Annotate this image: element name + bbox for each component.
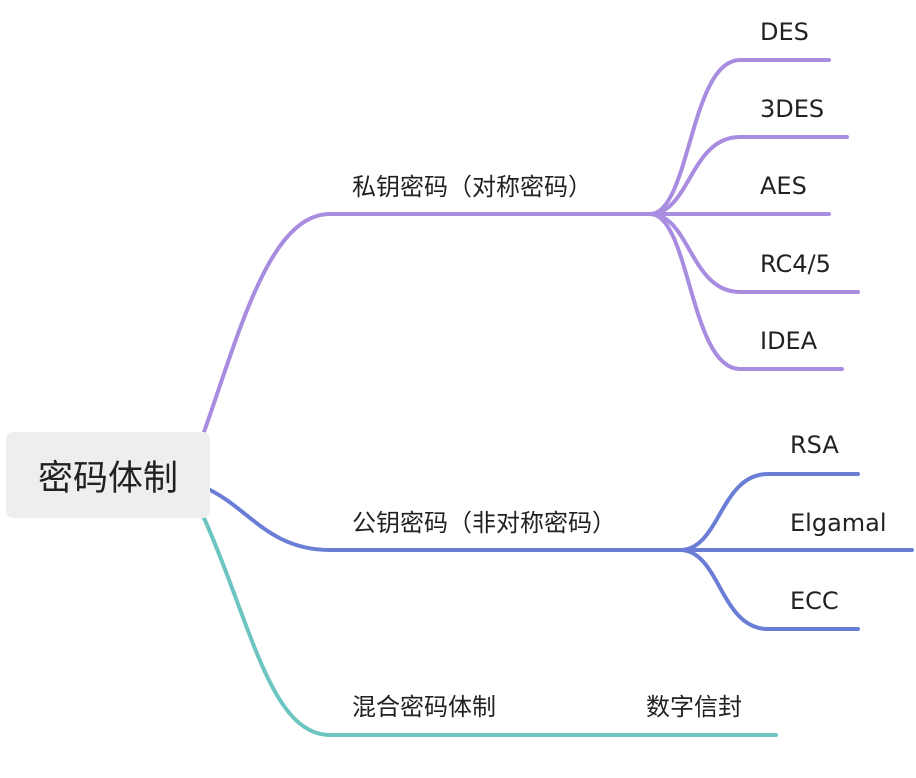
connector-symmetric-idea: [648, 212, 844, 371]
connector-symmetric-3des: [648, 135, 849, 216]
leaf-label: ECC: [790, 587, 839, 615]
leaf-label: Elgamal: [790, 509, 887, 537]
root-node-label: 密码体制: [37, 458, 178, 499]
connector-asymmetric-rsa: [678, 472, 860, 552]
leaf-node-aes[interactable]: AES: [760, 169, 807, 203]
leaf-label: DES: [760, 18, 809, 46]
root-node[interactable]: 密码体制: [6, 432, 210, 518]
leaf-node-elgamal[interactable]: Elgamal: [790, 506, 887, 540]
leaf-node-idea[interactable]: IDEA: [760, 324, 817, 358]
branch-label: 私钥密码（对称密码）: [352, 173, 592, 201]
connector-root-asymmetric: [208, 488, 682, 552]
branch-label: 混合密码体制: [352, 693, 496, 721]
leaf-label: RC4/5: [760, 250, 831, 278]
leaf-label: IDEA: [760, 327, 818, 355]
leaf-node-des[interactable]: DES: [760, 15, 809, 49]
branch-node-hybrid[interactable]: 混合密码体制: [352, 690, 496, 724]
leaf-node-digital-envelope[interactable]: 数字信封: [646, 690, 742, 724]
leaf-label: RSA: [790, 431, 839, 459]
leaf-label: 数字信封: [646, 693, 742, 721]
leaf-label: 3DES: [760, 95, 825, 123]
connector-asymmetric-ecc: [678, 548, 860, 631]
leaf-node-rc45[interactable]: RC4/5: [760, 247, 831, 281]
branch-label: 公钥密码（非对称密码）: [352, 509, 616, 537]
leaf-label: AES: [760, 172, 807, 200]
branch-node-asymmetric[interactable]: 公钥密码（非对称密码）: [352, 506, 616, 540]
branch-node-symmetric[interactable]: 私钥密码（对称密码）: [352, 170, 592, 204]
connector-root-symmetric: [202, 212, 652, 434]
connector-root-hybrid: [202, 516, 778, 737]
connector-symmetric-des: [648, 58, 831, 216]
leaf-node-ecc[interactable]: ECC: [790, 584, 839, 618]
connector-symmetric-rc45: [648, 212, 860, 294]
leaf-node-rsa[interactable]: RSA: [790, 428, 839, 462]
leaf-node-3des[interactable]: 3DES: [760, 92, 824, 126]
